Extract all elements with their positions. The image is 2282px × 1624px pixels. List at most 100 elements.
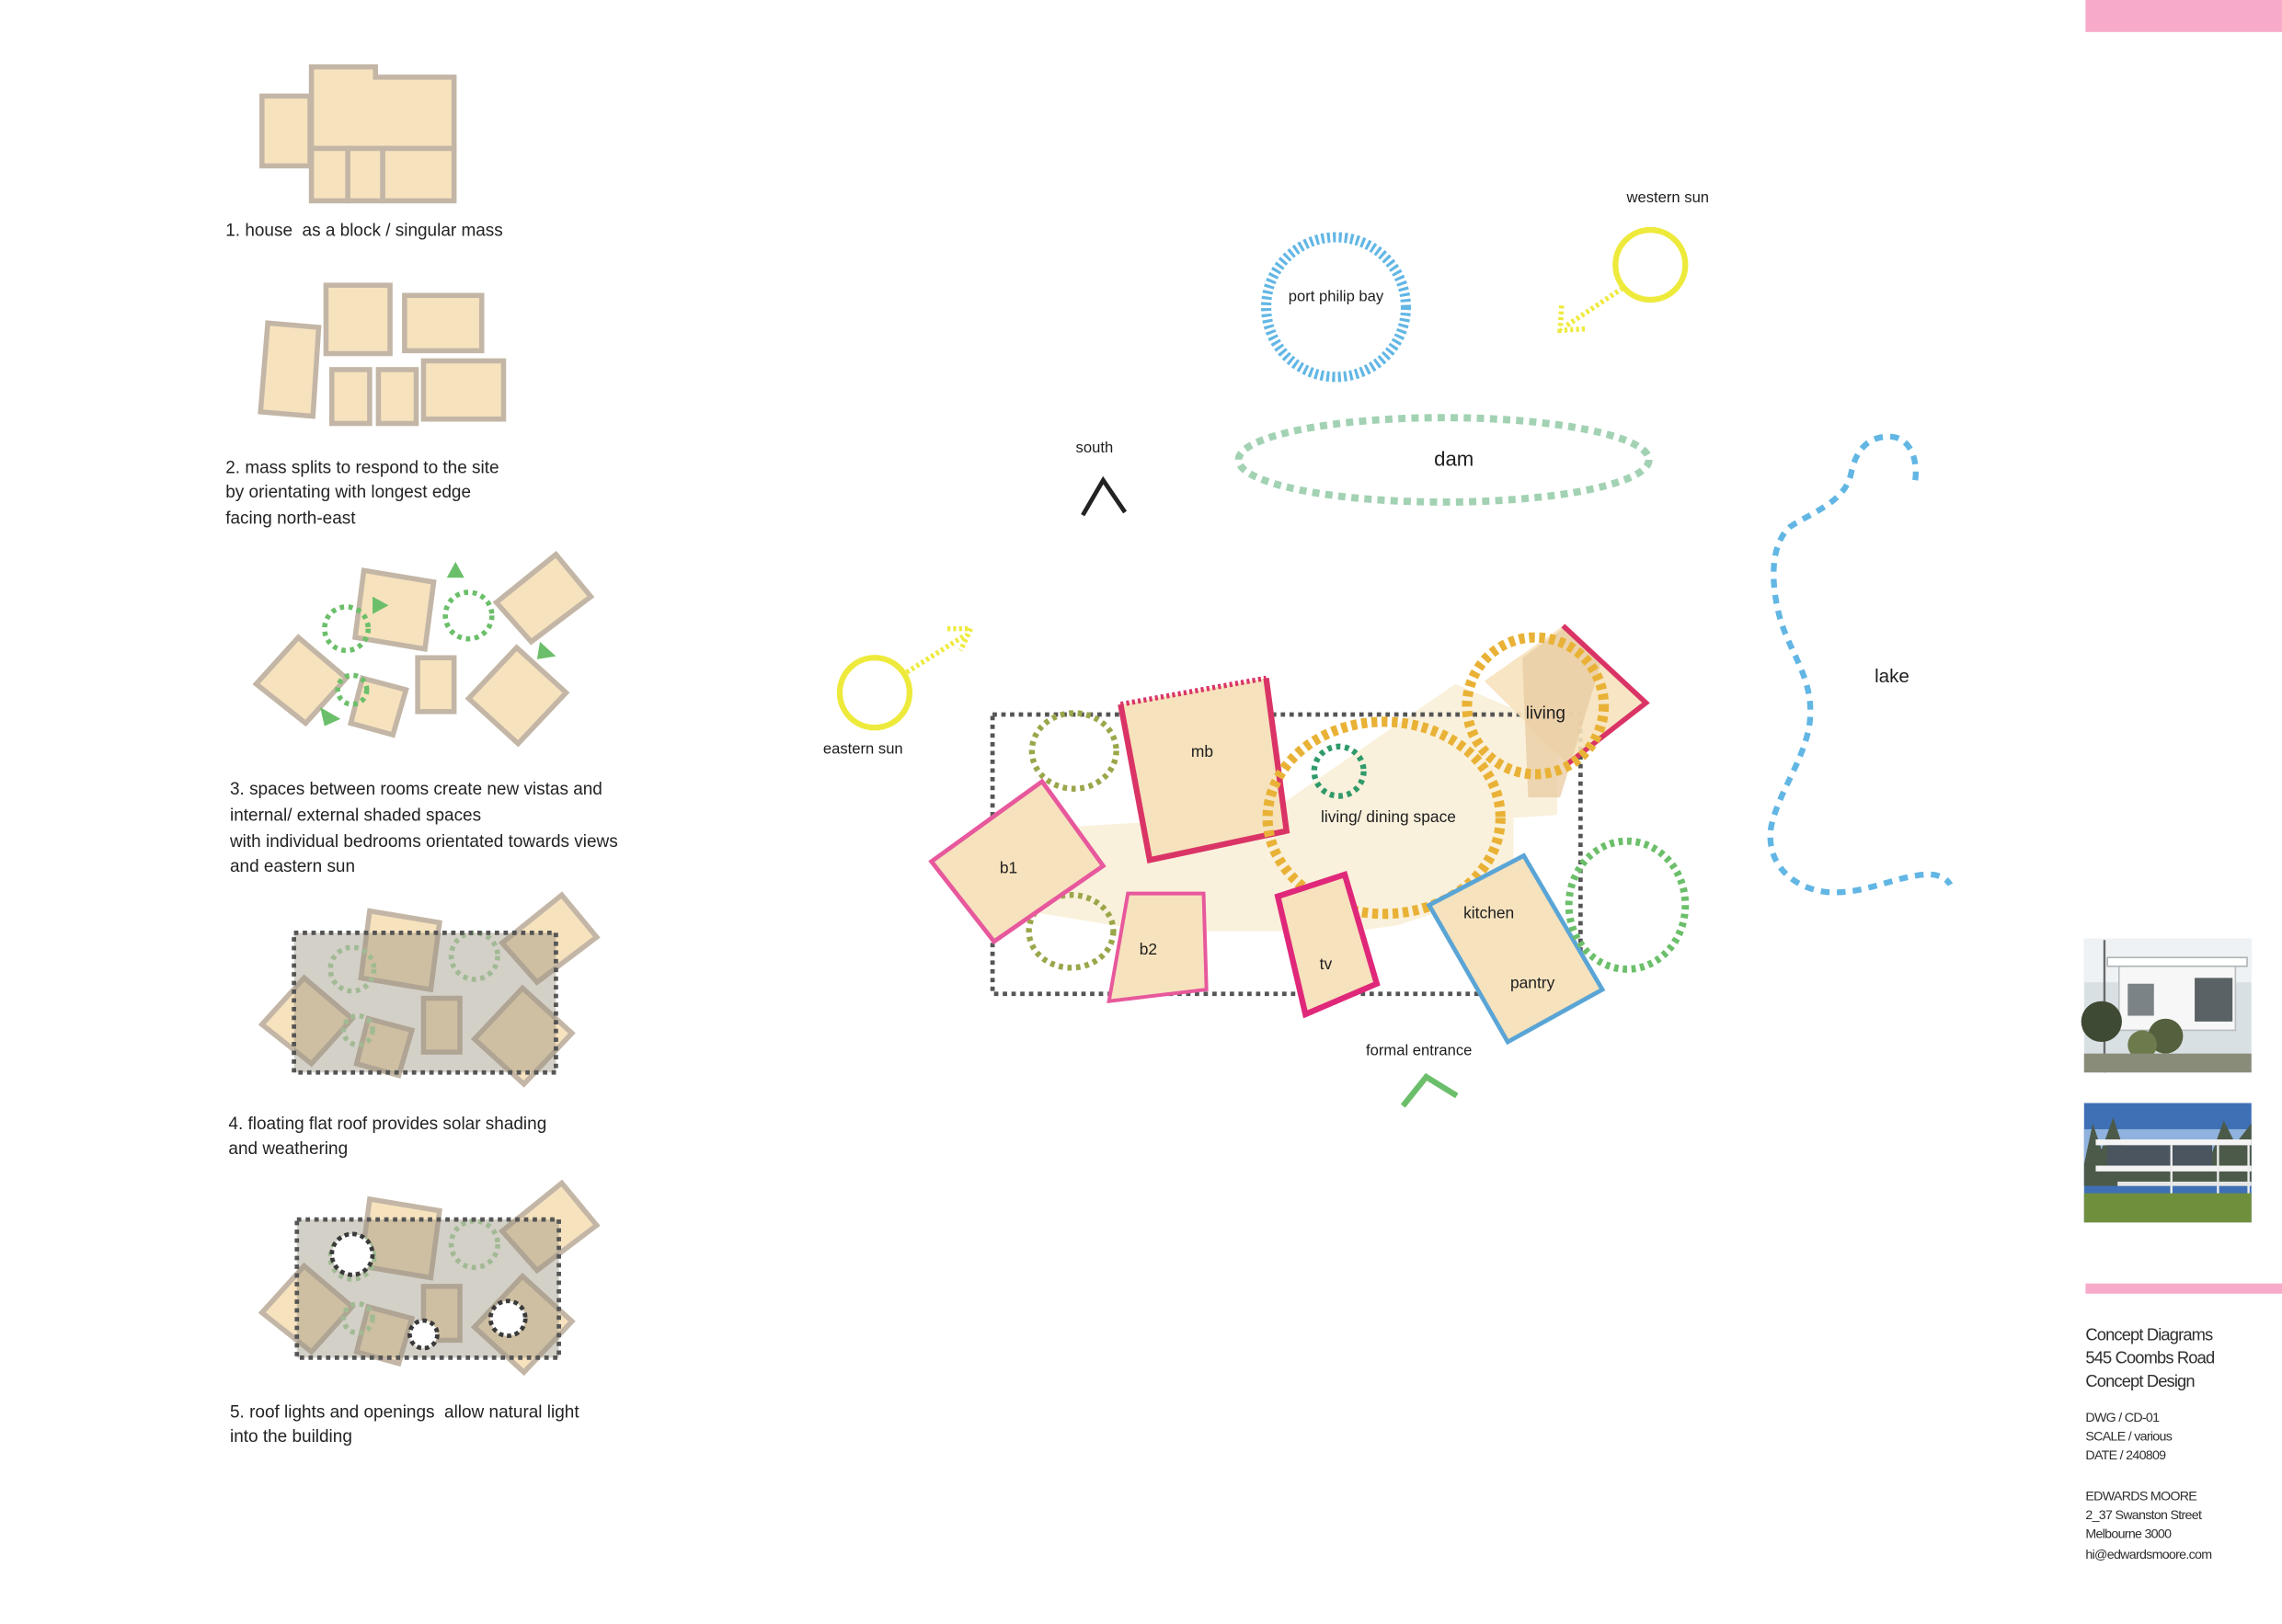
floating-roof xyxy=(292,930,558,1075)
title-block: Concept Diagrams 545 Coombs Road Concept… xyxy=(2085,1324,2215,1561)
photo-terrace xyxy=(2117,1181,2252,1186)
photo-glazing xyxy=(2127,983,2154,1016)
photo-roof-slab xyxy=(2106,956,2248,967)
office-info-line: 2_37 Swanston Street xyxy=(2085,1508,2202,1523)
step-3-caption-line: with individual bedrooms orientated towa… xyxy=(229,832,618,852)
step-2-caption-line: facing north-east xyxy=(225,509,356,529)
step-2-caption-line: 2. mass splits to respond to the site xyxy=(225,458,499,477)
vista-arrow-icon xyxy=(536,641,556,659)
bedroom-1-label: b1 xyxy=(1000,858,1017,876)
kitchen-pantry xyxy=(1426,852,1606,1046)
mass-block xyxy=(380,145,457,204)
office-info-line: EDWARDS MOORE xyxy=(2085,1489,2196,1504)
step-3-caption-line: 3. spaces between rooms create new vista… xyxy=(230,780,602,799)
mass-block xyxy=(259,93,313,169)
courtyard-small-circle xyxy=(1311,743,1367,799)
project-title-line: Concept Diagrams xyxy=(2085,1324,2213,1344)
living-room-walls xyxy=(1561,623,1650,766)
step-4-caption-line: and weathering xyxy=(228,1139,348,1159)
title-bar-top xyxy=(2085,0,2282,32)
living-dining-ring xyxy=(1262,716,1506,920)
reference-photo-1 xyxy=(2081,938,2252,1073)
roof-light xyxy=(329,1231,375,1277)
port-philip-bay-label: port philip bay xyxy=(1289,288,1384,305)
roof-light xyxy=(487,1298,528,1339)
master-bedroom-top-edge xyxy=(1119,675,1267,707)
western-sun-arrowhead-icon xyxy=(1557,305,1586,334)
site-plan: western sun port philip bay south dam la… xyxy=(823,189,1954,1108)
drawing-info-line: DWG / CD-01 xyxy=(2085,1411,2160,1425)
split-mass xyxy=(258,320,322,419)
master-bedroom-walls xyxy=(1118,677,1290,863)
eastern-sun-label: eastern sun xyxy=(823,740,903,758)
formal-entrance-label: formal entrance xyxy=(1366,1041,1472,1058)
step-3-caption-line: internal/ external shaded spaces xyxy=(230,806,481,825)
title-block-divider xyxy=(2085,1283,2282,1294)
living-dining-label: living/ dining space xyxy=(1321,807,1456,826)
step-5-diagram xyxy=(262,1184,597,1373)
step-5-caption-line: 5. roof lights and openings allow natura… xyxy=(230,1402,579,1422)
mass-block xyxy=(308,64,457,152)
office-email: hi@edwardsmoore.com xyxy=(2085,1548,2211,1562)
project-title-line: Concept Design xyxy=(2085,1371,2195,1390)
south-chevron-icon xyxy=(1081,475,1128,517)
step-2-diagram xyxy=(258,282,507,427)
dam-label: dam xyxy=(1434,447,1474,470)
vista-arrow-icon xyxy=(446,561,464,578)
step-2-caption-line: by orientating with longest edge xyxy=(225,483,471,502)
office-info-line: Melbourne 3000 xyxy=(2085,1527,2172,1542)
reference-photo-2 xyxy=(2083,1103,2252,1223)
eastern-sun-arrowhead-icon xyxy=(947,625,975,652)
pantry-label: pantry xyxy=(1510,973,1555,991)
photo-grass xyxy=(2083,1193,2252,1223)
eastern-sun-icon xyxy=(836,655,913,731)
photo-glazing xyxy=(2107,1145,2213,1166)
split-mass xyxy=(323,282,393,357)
project-title-line: 545 Coombs Road xyxy=(2085,1348,2215,1367)
courtyard-circle xyxy=(1028,710,1119,792)
western-sun-icon xyxy=(1612,226,1689,303)
photo-roof-slab xyxy=(2095,1139,2252,1146)
tv-room-label: tv xyxy=(1320,955,1333,973)
step-1-caption: 1. house as a block / singular mass xyxy=(225,221,503,240)
bedroom-2-label: b2 xyxy=(1140,940,1157,958)
south-label: south xyxy=(1076,439,1114,456)
step-4-caption-line: 4. floating flat roof provides solar sha… xyxy=(228,1115,546,1134)
western-sun-label: western sun xyxy=(1626,189,1710,206)
step-5-caption-line: into the building xyxy=(230,1427,352,1447)
living-ring xyxy=(1462,632,1610,780)
master-bedroom-label: mb xyxy=(1191,742,1213,761)
kitchen-label: kitchen xyxy=(1463,904,1514,922)
bedroom-1 xyxy=(928,778,1107,945)
vista-arrows xyxy=(320,561,556,726)
step-1-diagram xyxy=(259,64,457,204)
courtyard-circle xyxy=(1026,892,1117,971)
step-3-diagram xyxy=(256,555,591,744)
lake-edge xyxy=(1767,433,1954,896)
bedroom-2 xyxy=(1107,891,1209,1003)
living-room-shade xyxy=(1522,628,1601,798)
tv-room xyxy=(1274,871,1381,1019)
eastern-sun-arrow xyxy=(905,632,969,675)
photo-floor-slab xyxy=(2095,1165,2252,1172)
port-philip-bay-marker xyxy=(1261,232,1412,383)
step-4-diagram xyxy=(262,895,597,1084)
split-mass xyxy=(375,367,419,427)
photo-ground xyxy=(2083,1053,2252,1073)
step-3-caption-line: and eastern sun xyxy=(230,857,355,876)
entrance-chevron-icon xyxy=(1400,1072,1459,1108)
split-mass xyxy=(402,292,485,354)
living-label: living xyxy=(1526,704,1565,724)
drawing-info-line: SCALE / various xyxy=(2085,1430,2172,1445)
split-mass xyxy=(328,367,373,427)
mass-block xyxy=(308,145,350,204)
vista-arrow-icon xyxy=(373,596,389,614)
roof-outline xyxy=(990,712,1583,997)
roof-lights xyxy=(329,1231,528,1351)
drawing-info-line: DATE / 240809 xyxy=(2085,1448,2166,1463)
master-bedroom xyxy=(1120,678,1287,861)
garden-circle xyxy=(1565,837,1690,973)
photo-glazing xyxy=(2195,978,2233,1022)
dam-outline xyxy=(1234,414,1653,506)
